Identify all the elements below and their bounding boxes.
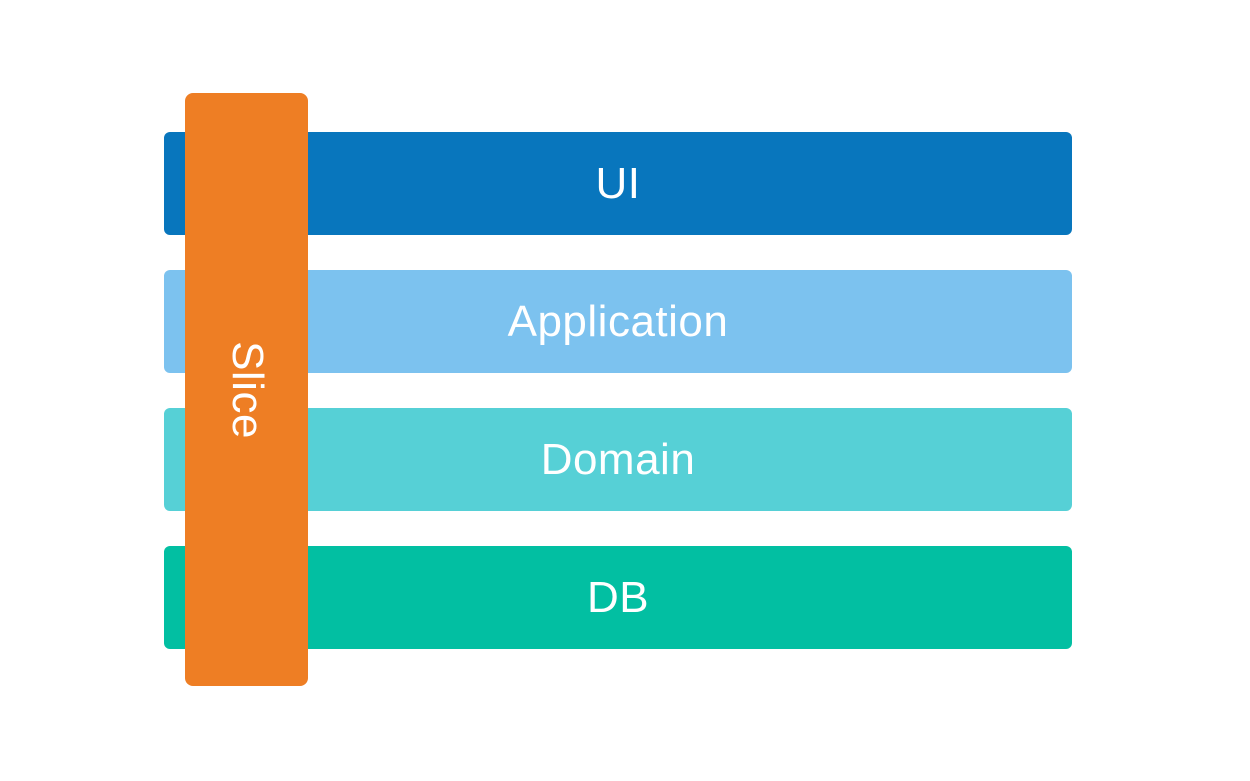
layer-label-ui: UI bbox=[595, 158, 641, 208]
layer-bar-ui: UI bbox=[164, 132, 1072, 235]
layer-label-domain: Domain bbox=[540, 434, 696, 484]
slice-bar: Slice bbox=[185, 93, 308, 686]
slice-label: Slice bbox=[222, 340, 272, 439]
layer-bar-db: DB bbox=[164, 546, 1072, 649]
layer-bar-application: Application bbox=[164, 270, 1072, 373]
layer-label-application: Application bbox=[507, 296, 729, 346]
layer-label-db: DB bbox=[586, 572, 650, 622]
layer-bar-domain: Domain bbox=[164, 408, 1072, 511]
